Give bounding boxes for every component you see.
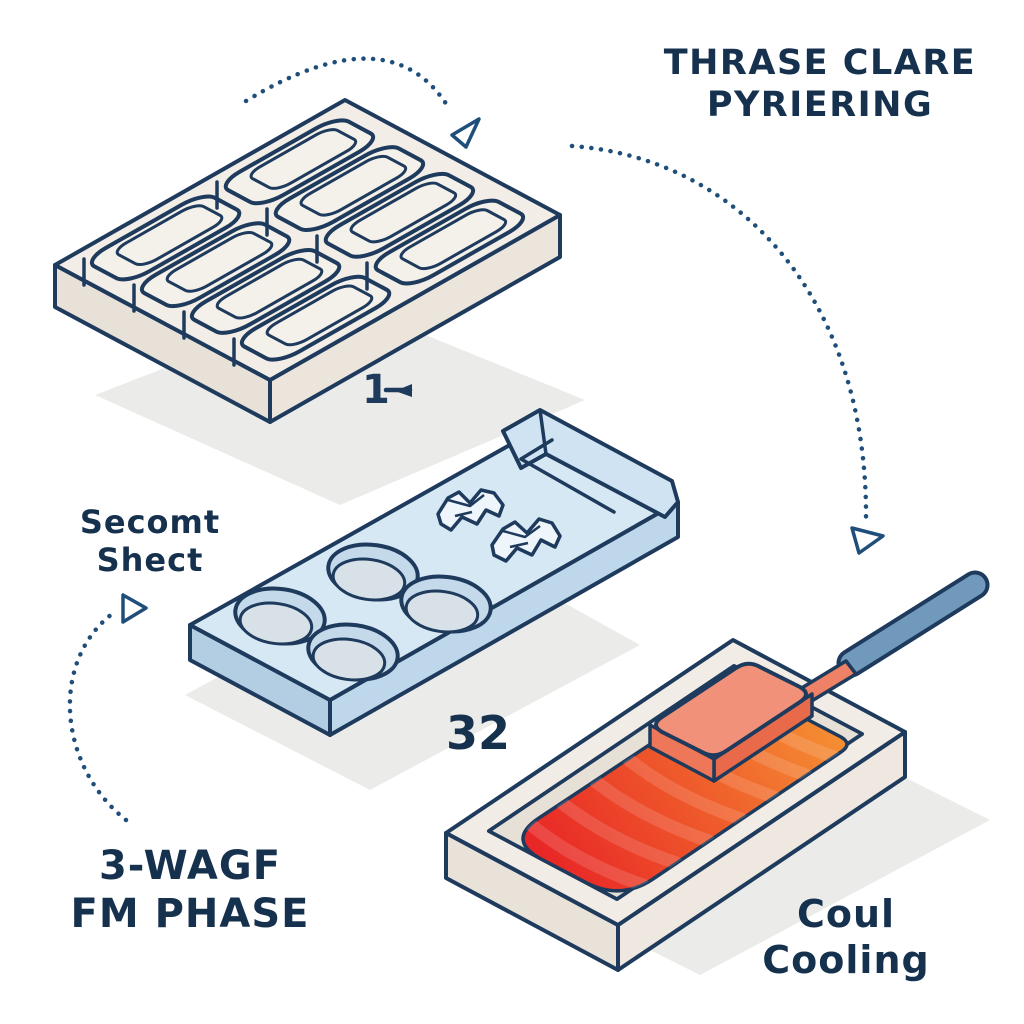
- arrow-right: [569, 143, 885, 555]
- cooling-tray: [444, 570, 990, 972]
- mold-tray-cell-depth-lines: [82, 180, 369, 367]
- arrow-left-arc: [67, 611, 129, 823]
- arrow-top: [243, 56, 481, 149]
- spatula-neck-ring: [844, 660, 858, 675]
- tray-count-mark: 1: [362, 367, 413, 413]
- arrow-top-arc: [243, 56, 453, 113]
- cooling-label: Coul Cooling: [716, 892, 976, 983]
- cooling-line1: Coul: [796, 892, 896, 936]
- cooling-line2: Cooling: [762, 937, 930, 982]
- second-sheet-label: Secomt Shect: [79, 503, 221, 580]
- arrows: [67, 56, 885, 823]
- arrow-left-arrowhead-icon: [121, 593, 148, 624]
- process-title-line1: THRASE CLARE: [663, 43, 977, 83]
- tray-count-mark-arrowhead: [395, 384, 412, 397]
- spatula: [648, 570, 990, 783]
- arrow-top-arrowhead-icon: [450, 117, 481, 149]
- sheet-tray-groove-line: [519, 438, 616, 514]
- mold-tray-top-face: [53, 98, 562, 382]
- arrow-left: [67, 593, 148, 823]
- process-title-label: THRASE CLARE PYRIERING: [620, 42, 1020, 126]
- spatula-head-top: [654, 661, 808, 758]
- mold-tray: [53, 98, 562, 424]
- spatula-handle: [840, 574, 986, 674]
- sheet-tray: [188, 408, 680, 737]
- crumpled-piece: [436, 488, 505, 532]
- mold-tray-cells: [84, 116, 532, 364]
- phase-label: 3-WAGF FM PHASE: [50, 842, 330, 938]
- sheet-tray-back-wall: [501, 408, 680, 519]
- count-label: 32: [445, 706, 510, 760]
- phase-line1: 3-WAGF: [98, 843, 282, 889]
- crumpled-piece: [490, 517, 562, 563]
- arrow-right-arrowhead-icon: [850, 526, 885, 555]
- phase-line2: FM PHASE: [70, 891, 310, 937]
- crumpled-pieces: [436, 488, 562, 563]
- sheet-tray-wells: [233, 542, 493, 682]
- process-title-line2: PYRIERING: [706, 85, 934, 125]
- sheet-tray-back-wall-corner: [538, 409, 548, 455]
- arrow-right-arc: [569, 143, 869, 523]
